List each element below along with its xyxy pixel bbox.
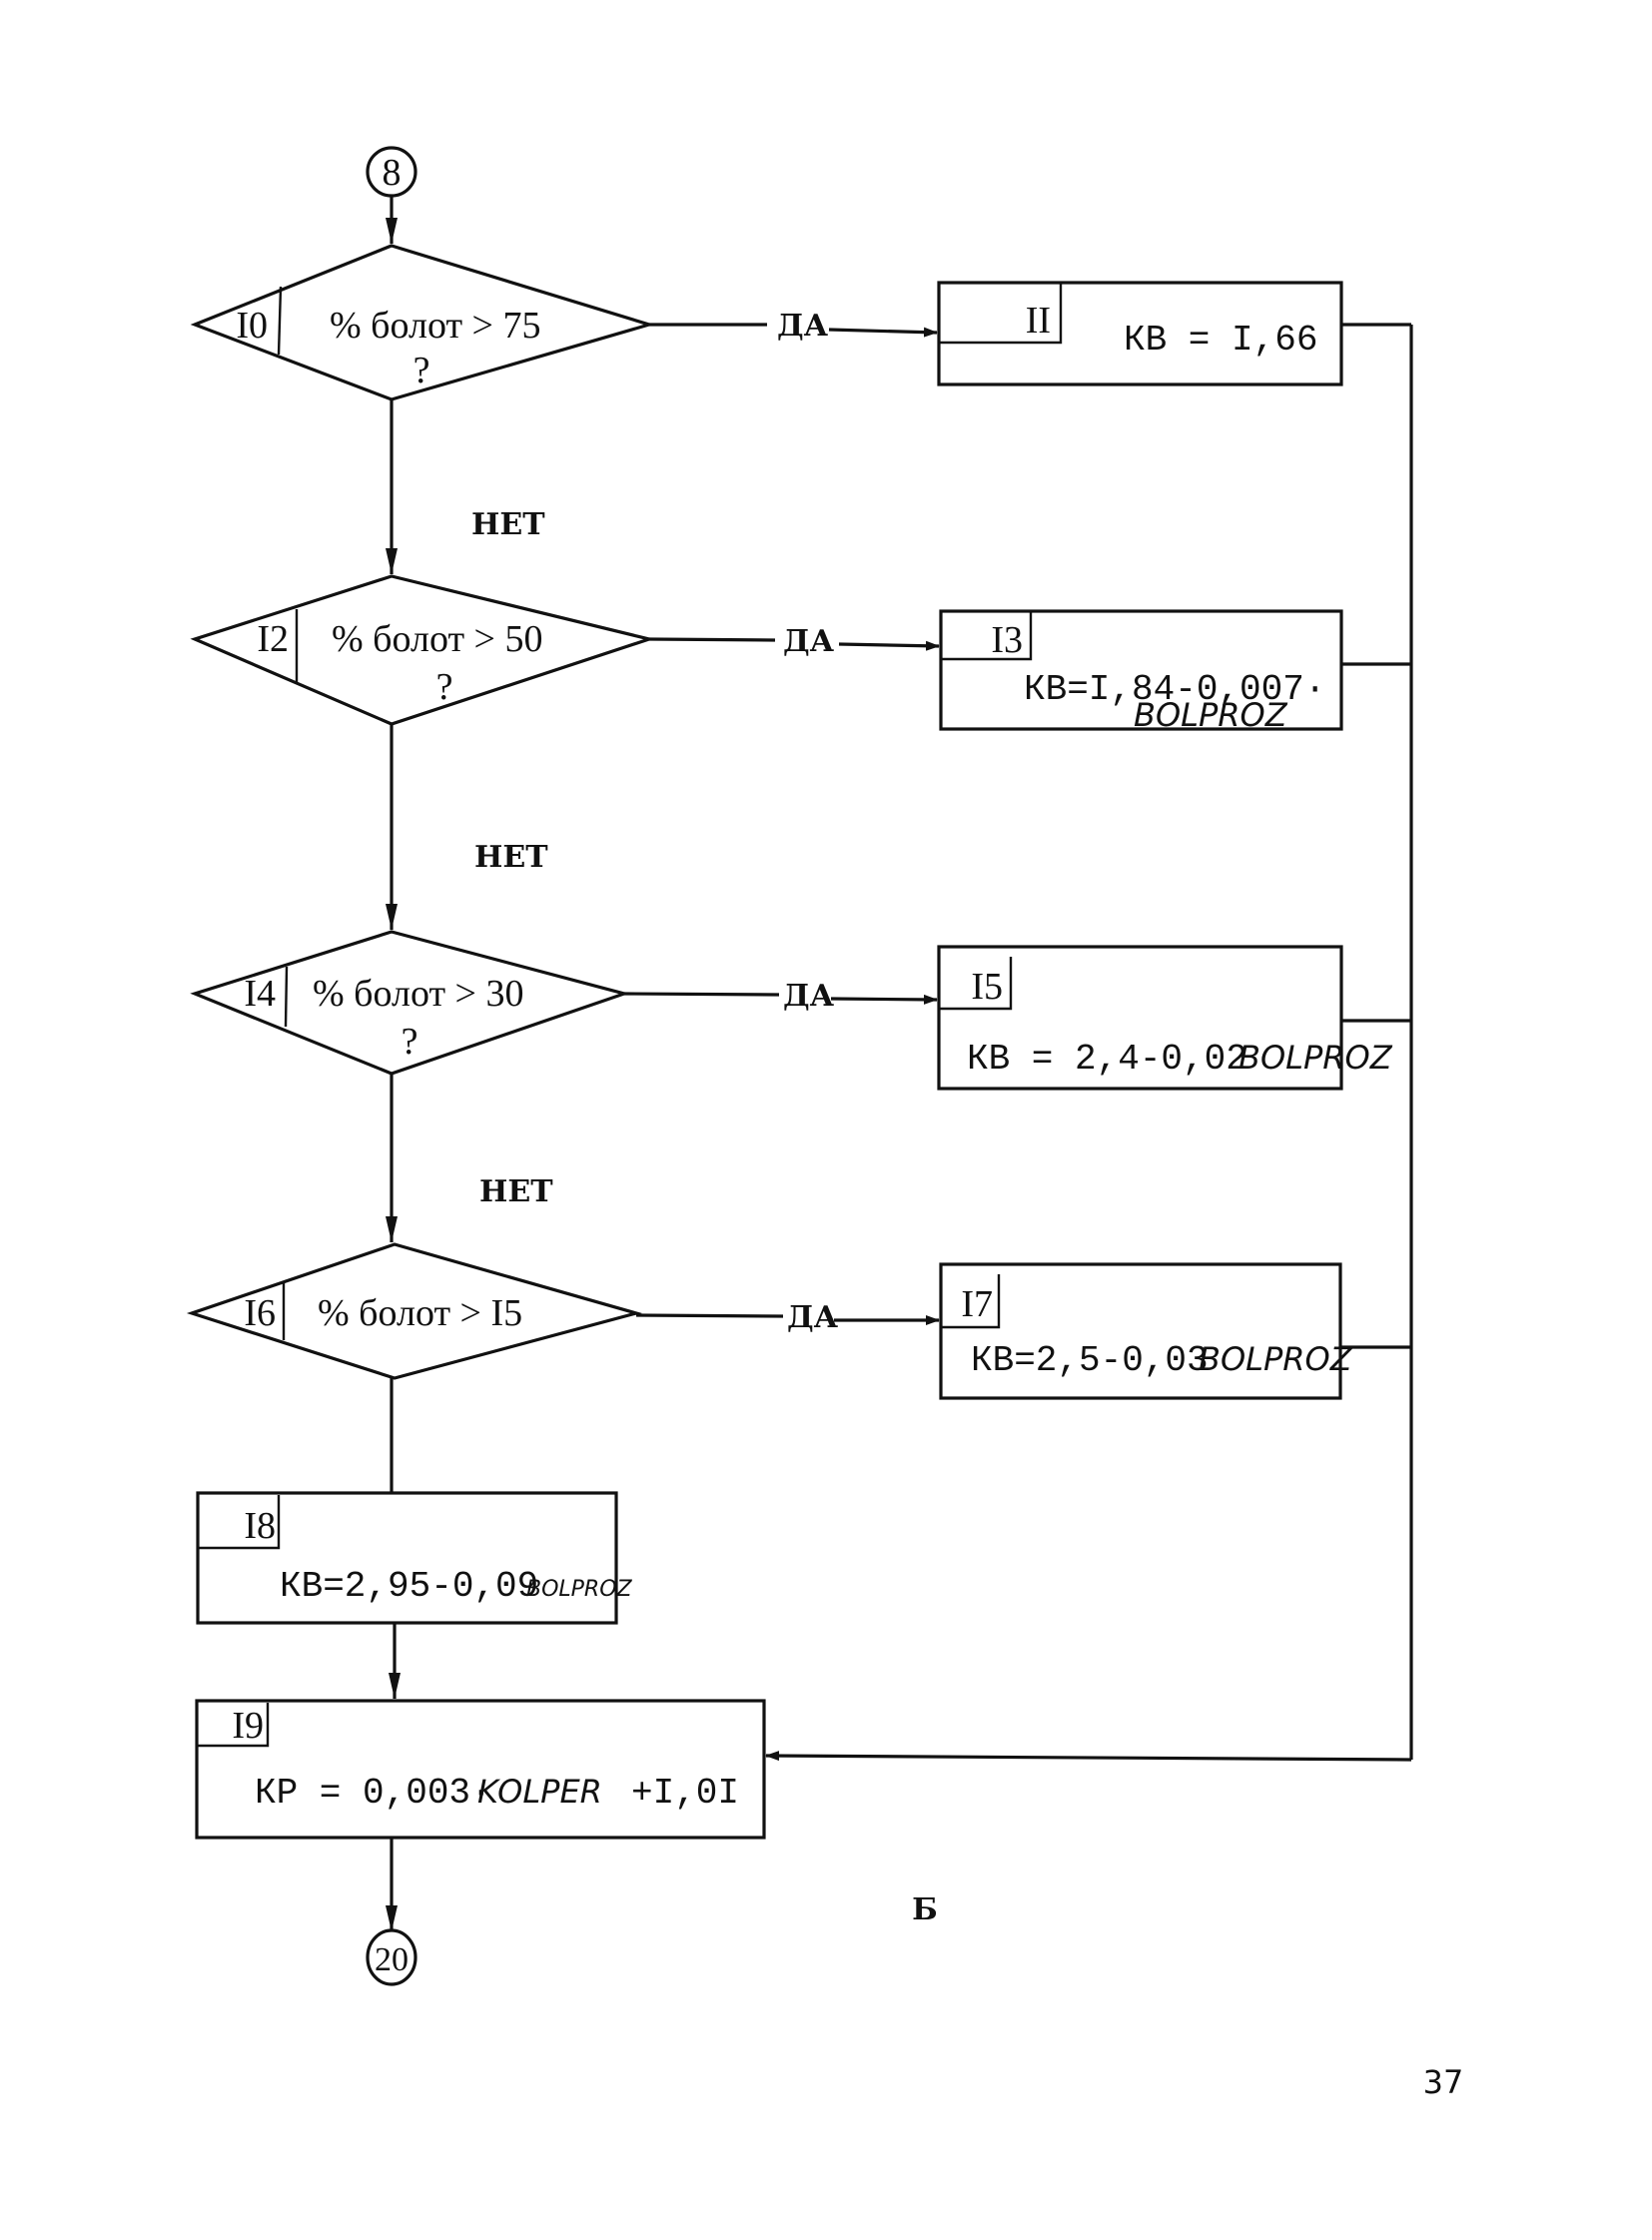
process-id: II [1026, 300, 1051, 342]
decision-i6: I6 % болот > I5 [186, 1242, 642, 1380]
id-cell [941, 1274, 1001, 1329]
yes-line-d14 [623, 992, 780, 997]
figure-label: Б [912, 1892, 938, 1927]
id-cell [197, 1703, 270, 1748]
yes-label: ДА [783, 624, 835, 659]
process-variable: BOLPROZ [526, 1577, 633, 1602]
yes-arrow-d12 [838, 640, 940, 651]
decision-id: I0 [236, 305, 268, 347]
process-variable: BOLPROZ [1199, 1340, 1353, 1378]
process-variable: KOLPER [477, 1773, 602, 1811]
process-formula-tail: +I,0I [631, 1773, 739, 1814]
yes-label: ДА [777, 309, 829, 344]
id-cell [939, 283, 1063, 345]
process-rect [937, 281, 1343, 386]
process-id: I8 [244, 1505, 276, 1547]
process-rect [196, 1491, 618, 1625]
process-box-i3: I3 КВ=I,84-0,007· BOLPROZ [939, 609, 1343, 734]
decision-question: ? [413, 350, 430, 391]
process-formula: КВ=I,84-0,007· [1024, 669, 1325, 710]
no-label: НЕТ [479, 1174, 553, 1209]
yes-label: ДА [787, 1300, 839, 1335]
yes-arrow-d10 [828, 327, 938, 338]
decision-i2: I2 % болот > 50 ? [190, 574, 655, 726]
yes-label: ДА [783, 979, 835, 1014]
decision-condition: % болот > 50 [332, 618, 543, 660]
process-box-i5: I5 КВ = 2,4-0,02 BOLPROZ [937, 945, 1393, 1091]
process-formula: КВ=2,5-0,03 [971, 1340, 1209, 1381]
id-cell [198, 1495, 281, 1550]
process-formula: КВ = 2,4-0,02 [967, 1039, 1247, 1080]
decision-i0: I0 % болот > 75 ? [190, 244, 655, 401]
no-label: НЕТ [474, 840, 548, 875]
page-number: 37 [1423, 2063, 1464, 2101]
decision-i4: I4 % болот > 30 ? [190, 930, 630, 1076]
id-divider [277, 286, 283, 356]
process-formula: КВ=2,95-0,09 [280, 1566, 538, 1607]
process-box-ii: II КВ = I,66 [937, 281, 1343, 386]
decision-condition: % болот > 30 [313, 973, 524, 1015]
yes-line-d12 [648, 637, 776, 642]
connector-circle [366, 1928, 417, 1986]
process-rect [939, 1262, 1342, 1400]
process-box-i8: I8 КВ=2,95-0,09 BOLPROZ [196, 1491, 633, 1625]
merge-arrow-to-b19 [765, 1751, 1412, 1762]
connector-exit: 20 [366, 1928, 417, 1986]
connector-label: 8 [383, 152, 402, 194]
decision-condition: % болот > I5 [318, 1292, 522, 1334]
process-variable: BOLPROZ [1239, 1039, 1393, 1077]
decision-question: ? [402, 1021, 418, 1063]
id-divider [284, 966, 289, 1028]
process-formula: КР = 0,003· [255, 1773, 492, 1814]
process-box-i7: I7 КВ=2,5-0,03 BOLPROZ [939, 1262, 1353, 1400]
decision-condition: % болот > 75 [330, 305, 541, 347]
no-label: НЕТ [471, 507, 545, 542]
id-cell [941, 611, 1033, 661]
connector-label: 20 [375, 1941, 409, 1978]
process-rect [939, 609, 1343, 731]
decision-id: I6 [244, 1292, 276, 1334]
yes-line-d16 [635, 1313, 784, 1318]
decision-question: ? [436, 666, 453, 708]
id-cell [939, 957, 1013, 1011]
process-rect [195, 1699, 766, 1840]
decision-id: I4 [244, 973, 276, 1015]
process-id: I7 [961, 1283, 993, 1325]
yes-arrow-d14 [830, 994, 938, 1005]
decision-id: I2 [257, 618, 289, 660]
process-id: I5 [971, 966, 1003, 1008]
process-variable: BOLPROZ [1134, 696, 1288, 734]
process-id: I3 [991, 619, 1023, 661]
connector-entry: 8 [366, 146, 417, 198]
process-id: I9 [232, 1705, 264, 1747]
process-box-i9: I9 КР = 0,003· KOLPER +I,0I [195, 1699, 766, 1840]
process-rect [937, 945, 1343, 1091]
decision-diamond [186, 1242, 642, 1380]
process-formula: КВ = I,66 [1124, 320, 1317, 361]
